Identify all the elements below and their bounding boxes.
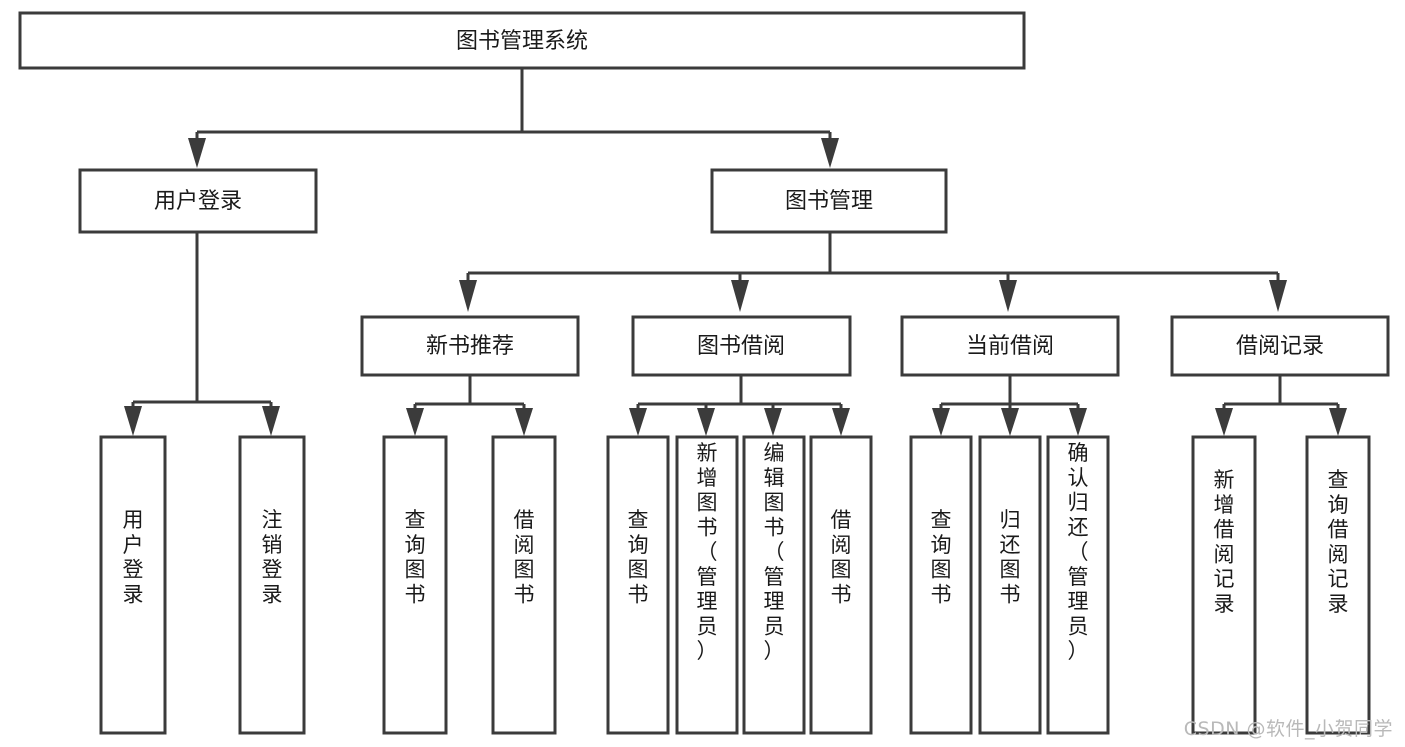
node-borrow-record-box[interactable] (1170, 315, 1390, 377)
arrow-to-leaf-query-book-3 (932, 408, 950, 436)
node-leaf-query-book-1-label: 查询图书 (405, 508, 426, 606)
node-leaf-borrow-book-2-label: 借阅图书 (831, 508, 852, 606)
arrow-root-to-user-login (188, 138, 206, 168)
node-new-book-rec-label: 新书推荐 (426, 334, 514, 359)
node-leaf-query-book-1[interactable]: 查询图书 (382, 435, 448, 735)
arrow-to-leaf-add-record (1215, 408, 1233, 436)
arrow-to-leaf-user-login (124, 406, 142, 436)
node-borrow-record-label: 借阅记录 (1236, 334, 1324, 359)
node-leaf-borrow-book-1-box[interactable] (491, 435, 557, 735)
node-leaf-confirm-return-label: 确认归还（管理员） (1068, 441, 1089, 663)
node-leaf-borrow-book-2[interactable]: 借阅图书 (809, 435, 873, 735)
node-leaf-query-book-3-label: 查询图书 (931, 508, 952, 606)
node-leaf-logout-label: 注销登录 (262, 508, 283, 606)
node-leaf-add-book-label: 新增图书（管理员） (697, 441, 718, 663)
node-leaf-query-book-3-box[interactable] (909, 435, 973, 735)
arrow-to-leaf-borrow-book-1 (515, 408, 533, 436)
node-leaf-confirm-return-box[interactable] (1046, 435, 1110, 735)
node-leaf-borrow-book-2-box[interactable] (809, 435, 873, 735)
node-book-manage[interactable]: 图书管理 (710, 168, 948, 234)
node-book-borrow-box[interactable] (631, 315, 852, 377)
node-book-borrow-label: 图书借阅 (697, 334, 785, 359)
node-current-borrow-label: 当前借阅 (966, 334, 1054, 359)
node-leaf-add-book[interactable]: 新增图书（管理员） (675, 435, 739, 735)
node-leaf-add-record-box[interactable] (1191, 435, 1257, 735)
node-user-login-label: 用户登录 (154, 189, 242, 214)
connector-group-book-borrow (629, 375, 850, 436)
node-leaf-borrow-book-1-label: 借阅图书 (514, 508, 535, 606)
node-current-borrow-box[interactable] (900, 315, 1120, 377)
connector-group-root (188, 68, 839, 168)
node-leaf-query-book-3[interactable]: 查询图书 (909, 435, 973, 735)
arrow-to-leaf-logout (262, 406, 280, 436)
node-leaf-edit-book-label: 编辑图书（管理员） (764, 441, 785, 663)
node-leaf-query-book-2-label: 查询图书 (628, 508, 649, 606)
node-new-book-rec[interactable]: 新书推荐 (360, 315, 580, 377)
arrow-to-leaf-query-record (1329, 408, 1347, 436)
connector-group-new-book-rec (406, 375, 533, 436)
arrow-to-leaf-query-book-1 (406, 408, 424, 436)
node-leaf-add-book-box[interactable] (675, 435, 739, 735)
node-leaf-user-login-label: 用户登录 (123, 508, 144, 606)
node-leaf-return-book-label: 归还图书 (1000, 508, 1021, 606)
node-leaf-logout[interactable]: 注销登录 (238, 435, 306, 735)
arrow-to-book-borrow (731, 280, 749, 312)
node-leaf-borrow-book-1[interactable]: 借阅图书 (491, 435, 557, 735)
node-root[interactable]: 图书管理系统 (18, 11, 1026, 70)
node-user-login-box[interactable] (78, 168, 318, 234)
arrow-to-leaf-edit-book (764, 408, 782, 436)
node-leaf-query-book-2[interactable]: 查询图书 (606, 435, 670, 735)
node-leaf-user-login[interactable]: 用户登录 (99, 435, 167, 735)
node-leaf-query-record[interactable]: 查询借阅记录 (1305, 435, 1371, 735)
connector-group-user-login (124, 232, 280, 436)
connector-group-current-borrow (932, 375, 1087, 436)
arrow-to-leaf-add-book (697, 408, 715, 436)
arrow-to-leaf-borrow-book-2 (832, 408, 850, 436)
node-root-box[interactable] (18, 11, 1026, 70)
node-current-borrow[interactable]: 当前借阅 (900, 315, 1120, 377)
node-book-manage-label: 图书管理 (785, 189, 873, 214)
arrow-to-borrow-record (1269, 280, 1287, 312)
arrow-to-leaf-query-book-2 (629, 408, 647, 436)
node-book-manage-box[interactable] (710, 168, 948, 234)
arrow-to-leaf-return-book (1001, 408, 1019, 436)
node-new-book-rec-box[interactable] (360, 315, 580, 377)
node-leaf-query-record-box[interactable] (1305, 435, 1371, 735)
arrow-to-leaf-confirm-return (1069, 408, 1087, 436)
node-leaf-add-record-label: 新增借阅记录 (1214, 468, 1235, 616)
node-leaf-return-book-box[interactable] (978, 435, 1042, 735)
arrow-root-to-book-manage (821, 138, 839, 168)
node-leaf-user-login-box[interactable] (99, 435, 167, 735)
node-book-borrow[interactable]: 图书借阅 (631, 315, 852, 377)
connector-group-borrow-record (1215, 375, 1347, 436)
arrow-to-current-borrow (999, 280, 1017, 312)
node-borrow-record[interactable]: 借阅记录 (1170, 315, 1390, 377)
node-leaf-logout-box[interactable] (238, 435, 306, 735)
node-leaf-edit-book-box[interactable] (742, 435, 806, 735)
node-leaf-query-book-1-box[interactable] (382, 435, 448, 735)
node-leaf-confirm-return[interactable]: 确认归还（管理员） (1046, 435, 1110, 735)
node-leaf-return-book[interactable]: 归还图书 (978, 435, 1042, 735)
arrow-to-new-book-rec (459, 280, 477, 312)
node-leaf-query-book-2-box[interactable] (606, 435, 670, 735)
node-leaf-add-record[interactable]: 新增借阅记录 (1191, 435, 1257, 735)
node-root-label: 图书管理系统 (456, 29, 588, 54)
node-leaf-query-record-label: 查询借阅记录 (1328, 468, 1349, 616)
node-leaf-edit-book[interactable]: 编辑图书（管理员） (742, 435, 806, 735)
node-user-login[interactable]: 用户登录 (78, 168, 318, 234)
connector-group-book-manage (459, 232, 1287, 312)
